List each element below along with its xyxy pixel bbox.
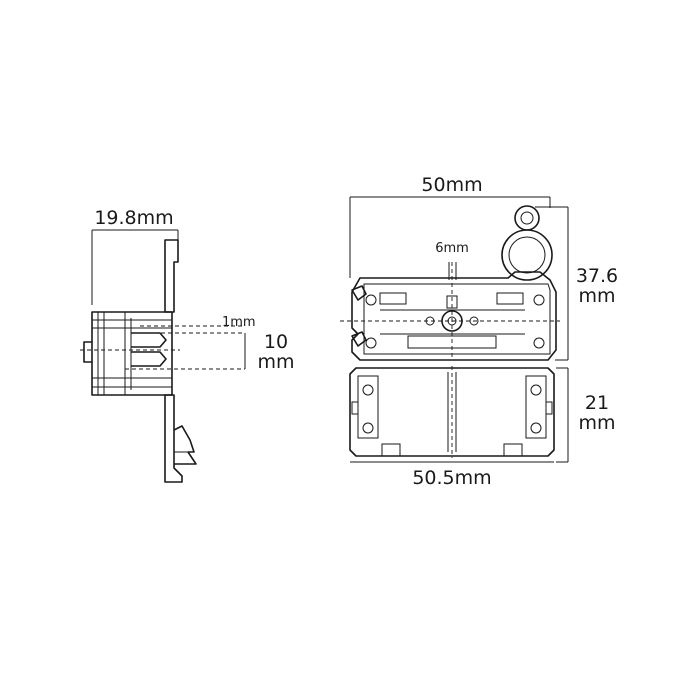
side-pin-bottom	[131, 351, 167, 367]
bottom-height-value: 21	[585, 392, 609, 414]
top-small-ring	[514, 205, 540, 231]
top-inner-label: 6mm	[435, 241, 469, 256]
side-height-value: 10	[264, 331, 288, 353]
top-left-clip-upper	[351, 285, 367, 301]
bottom-foot-right	[503, 443, 523, 456]
bottom-hole-br	[530, 422, 542, 434]
bottom-tab-left	[351, 401, 359, 415]
side-top-tab	[164, 239, 179, 313]
side-pin-top	[131, 332, 167, 348]
top-large-ring	[501, 229, 553, 281]
top-hole-br	[533, 337, 545, 349]
bottom-tab-right	[545, 401, 553, 415]
bottom-hole-tr	[530, 384, 542, 396]
bottom-hole-bl	[362, 422, 374, 434]
side-height-unit: mm	[257, 351, 294, 373]
top-width-label: 50mm	[421, 174, 482, 196]
side-gap-label: 1mm	[222, 315, 256, 330]
side-knob	[83, 341, 92, 363]
top-housing-inner	[363, 283, 551, 355]
top-terminal-right	[496, 292, 524, 305]
bottom-height-unit: mm	[578, 412, 615, 434]
top-large-ring-inner	[508, 236, 546, 274]
bottom-width-label: 50.5mm	[412, 467, 491, 489]
bottom-hole-tl	[362, 384, 374, 396]
top-terminal-left	[379, 292, 407, 305]
top-height-unit: mm	[578, 285, 615, 307]
bottom-view: 21 mm 50.5mm	[349, 366, 616, 489]
bottom-foot-left	[381, 443, 401, 456]
top-hole-tr	[533, 294, 545, 306]
top-hole-tl	[365, 294, 377, 306]
top-left-clip-lower	[351, 331, 367, 347]
top-small-ring-hole	[520, 211, 534, 225]
top-hole-bl	[365, 337, 377, 349]
side-view: 19.8mm 1mm 10 mm	[80, 207, 295, 483]
top-height-value: 37.6	[576, 265, 618, 287]
top-view: 50mm 37.6 mm	[340, 174, 618, 361]
bottom-housing	[349, 367, 555, 457]
top-housing	[351, 271, 557, 361]
side-width-label: 19.8mm	[94, 207, 173, 229]
side-bottom-plate	[164, 394, 183, 483]
side-clip	[173, 425, 197, 465]
